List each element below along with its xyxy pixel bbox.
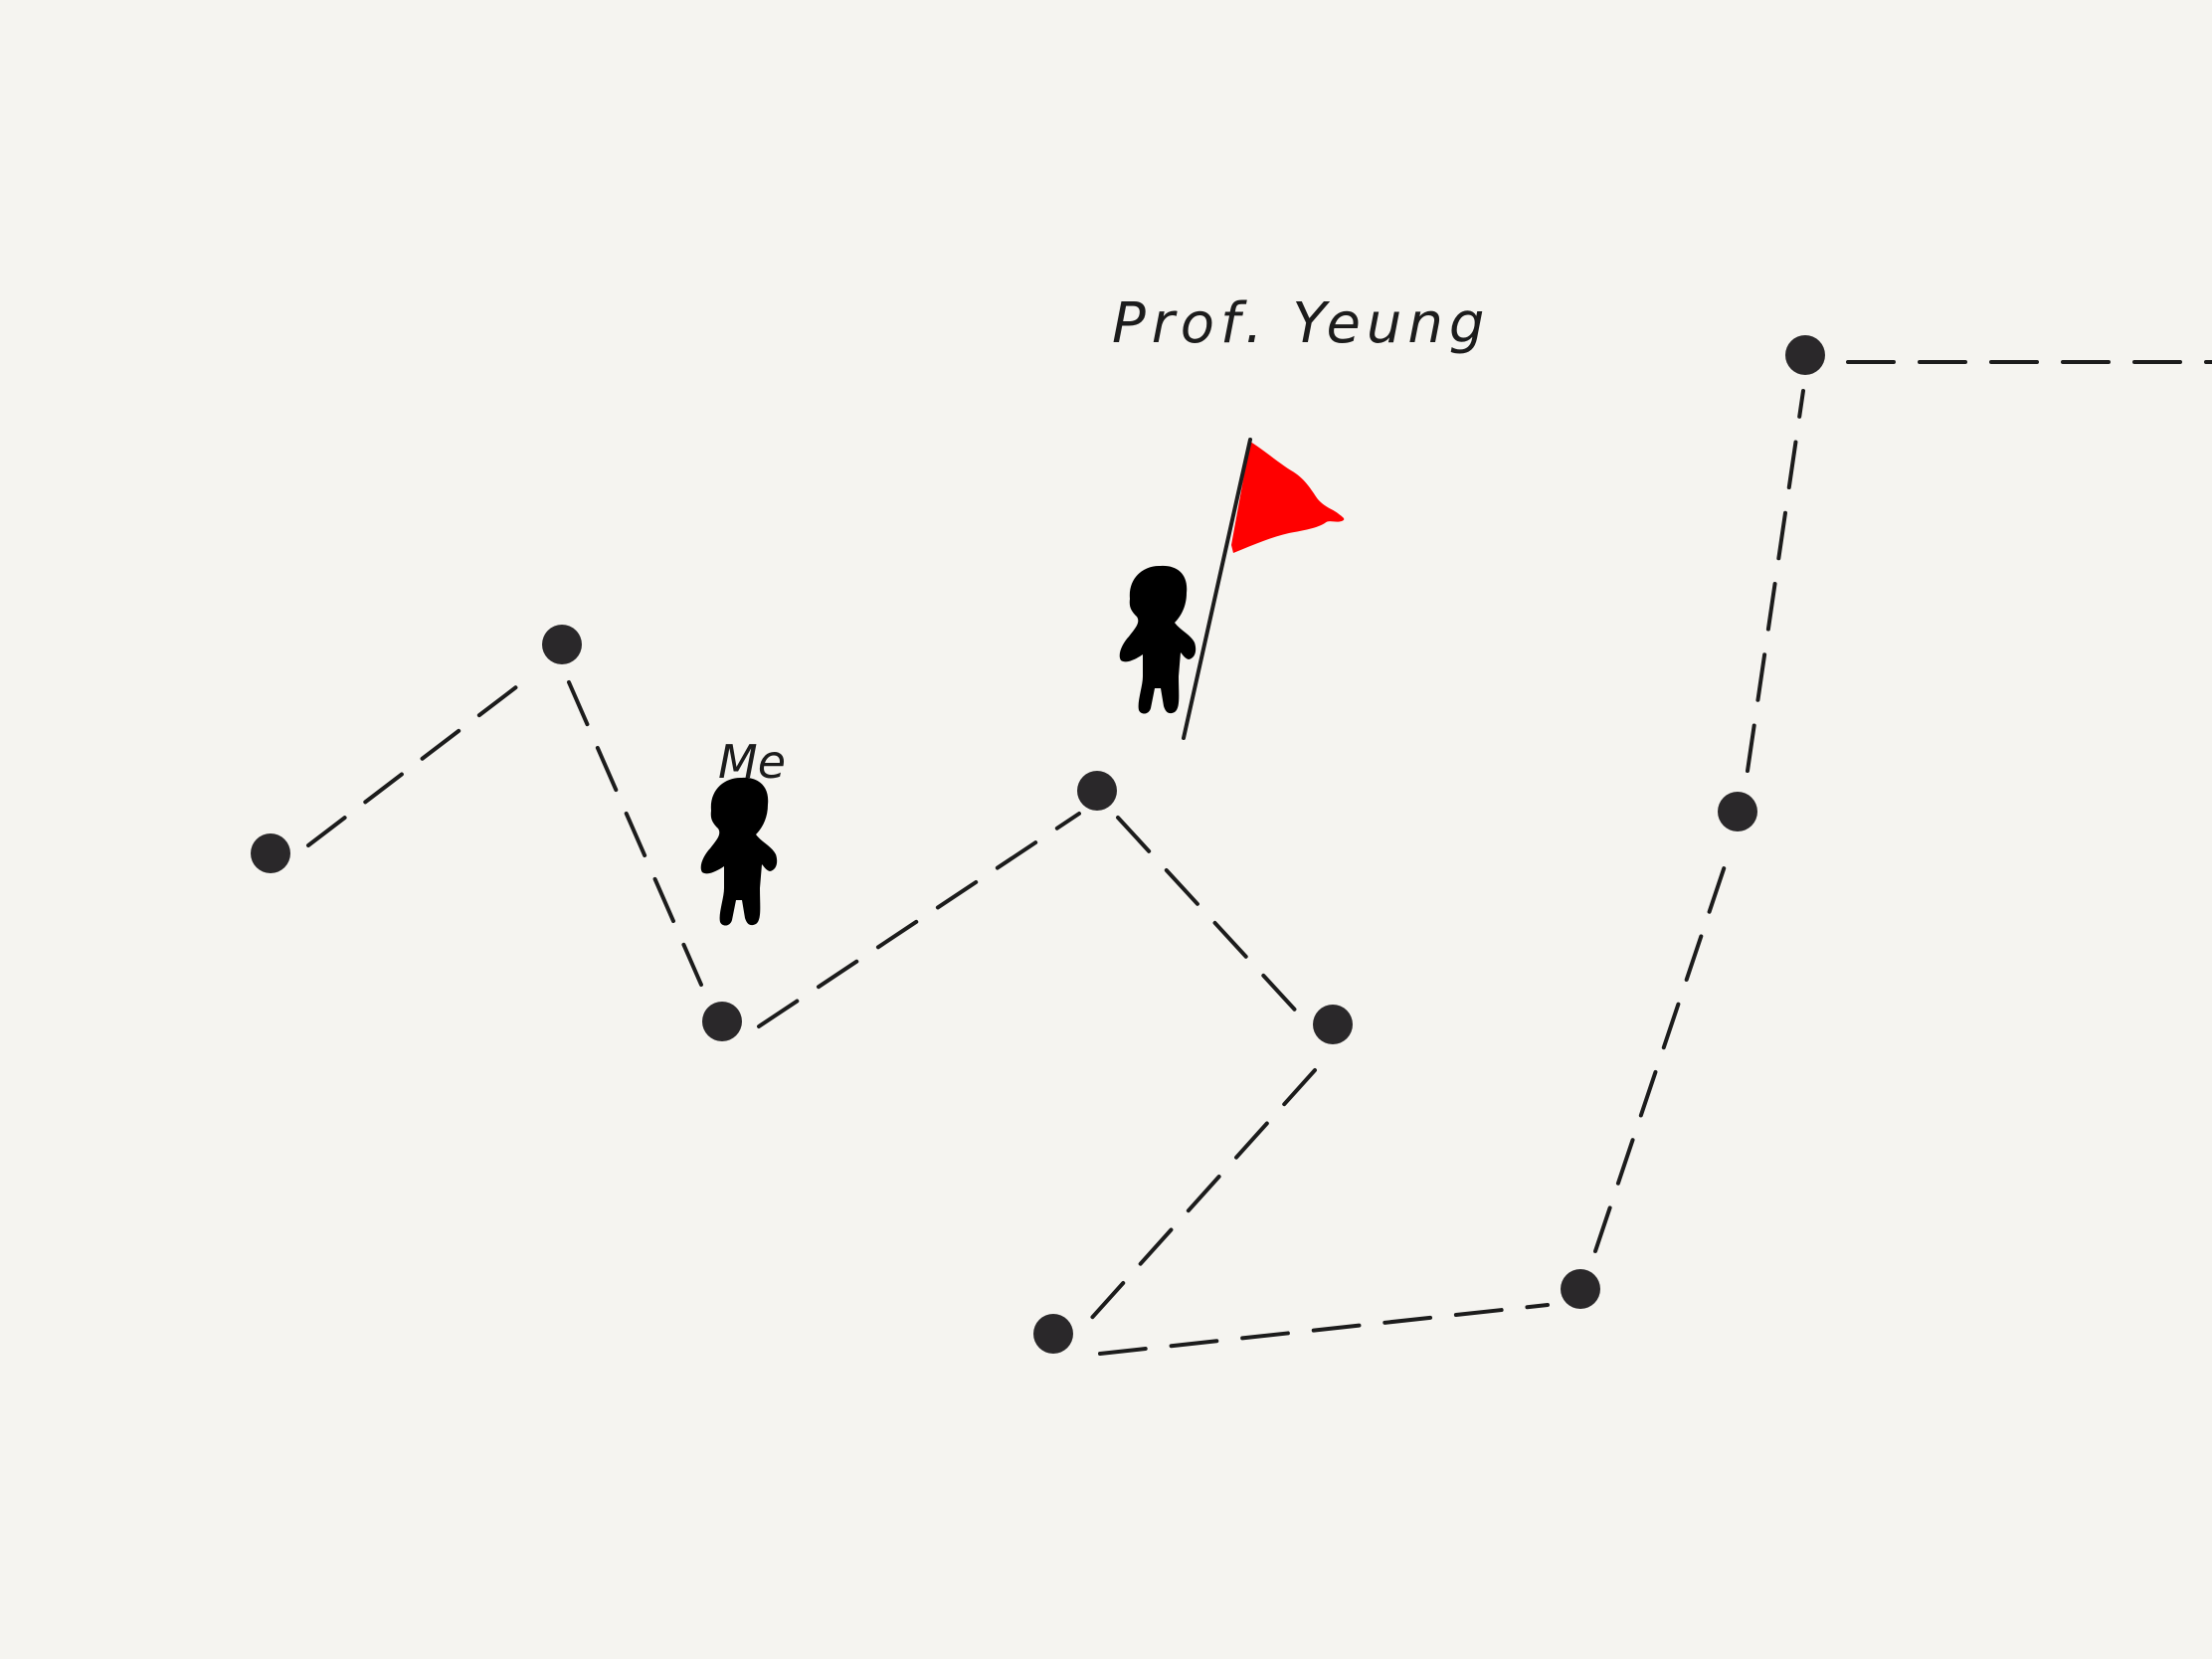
- path-segment: [567, 680, 703, 987]
- path-segment: [1098, 1303, 1550, 1356]
- path-segment: [1116, 816, 1305, 1020]
- path-node: [1561, 1269, 1600, 1309]
- path-segment: [1087, 1068, 1317, 1323]
- me-figure-icon: [700, 777, 778, 926]
- path-segment: [757, 812, 1081, 1028]
- path-segment: [306, 678, 527, 847]
- red-flag-icon: [1182, 438, 1345, 740]
- path-segment: [1746, 389, 1805, 773]
- path-node: [1785, 335, 1825, 375]
- path-node: [1313, 1005, 1353, 1044]
- flag-cloth: [1231, 442, 1345, 553]
- path-node: [702, 1002, 742, 1041]
- me-label: Me: [718, 735, 786, 789]
- path-node: [1077, 771, 1117, 811]
- leader-label: Prof. Yeung: [1112, 291, 1490, 356]
- path-nodes: [251, 335, 1825, 1354]
- path-node: [1718, 792, 1757, 831]
- leader-figure-icon: [1119, 565, 1197, 714]
- path-node: [1033, 1314, 1073, 1354]
- path-node: [542, 625, 582, 664]
- flag-pole: [1182, 438, 1252, 740]
- path-segment: [1593, 843, 1734, 1253]
- dashed-path: [306, 360, 2212, 1356]
- path-node: [251, 833, 290, 873]
